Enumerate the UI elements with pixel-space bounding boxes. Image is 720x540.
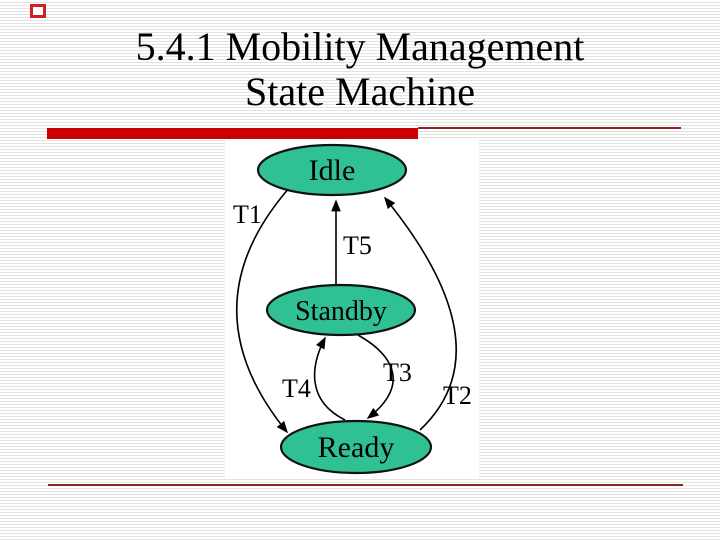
decorative-corner-square [30,4,46,18]
transition-t1-label: T1 [233,200,262,229]
state-machine-diagram: Idle Standby Ready T1 T2 T3 T4 T5 [233,143,472,475]
transition-t4-label: T4 [282,374,311,403]
state-idle-label: Idle [309,154,356,187]
slide-title-line2: State Machine [245,69,475,114]
slide-title-line1: 5.4.1 Mobility Management [135,24,585,69]
transition-t3-label: T3 [383,358,412,387]
diagram-panel: Idle Standby Ready T1 T2 T3 T4 T5 [225,139,479,479]
state-ready-label: Ready [318,431,395,464]
state-standby-label: Standby [295,296,387,327]
slide-title: 5.4.1 Mobility Management State Machine [0,24,720,114]
state-idle [256,143,408,197]
state-standby [265,283,417,337]
footer-rule [48,484,683,486]
title-underline-bar [47,128,418,139]
title-underline-rule [418,127,681,129]
transition-t2-arrow [383,196,458,431]
transition-t3-arrow [357,334,394,419]
transition-t2-label: T2 [443,381,472,410]
transition-t4-arrow [313,336,346,421]
transition-t5-label: T5 [343,231,372,260]
transition-t1-arrow [235,186,291,434]
state-ready [279,419,433,475]
